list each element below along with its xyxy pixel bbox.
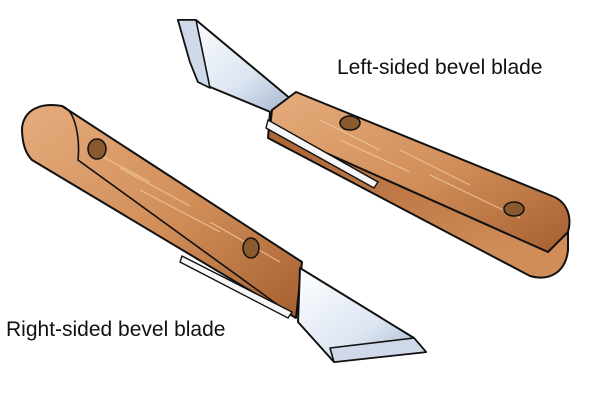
left-bevel-handle-top: [269, 91, 571, 253]
right-bevel-slot: [179, 255, 294, 319]
right-bevel-handle: [21, 104, 303, 319]
right-bevel-blade-edge: [329, 337, 427, 363]
left-bevel-rivet-front: [339, 115, 361, 131]
left-bevel-rivet-back: [503, 201, 525, 217]
left-bevel-slot: [265, 118, 380, 189]
right-bevel-rivet-front: [242, 237, 260, 259]
right-bevel-label: Right-sided bevel blade: [6, 318, 226, 341]
left-bevel-knife: [177, 19, 571, 279]
right-bevel-knife: [21, 104, 427, 363]
right-bevel-rivet-back: [87, 138, 107, 160]
left-bevel-label: Left-sided bevel blade: [337, 56, 543, 79]
right-bevel-handle-side: [61, 105, 297, 319]
left-bevel-blade-edge: [177, 19, 211, 89]
